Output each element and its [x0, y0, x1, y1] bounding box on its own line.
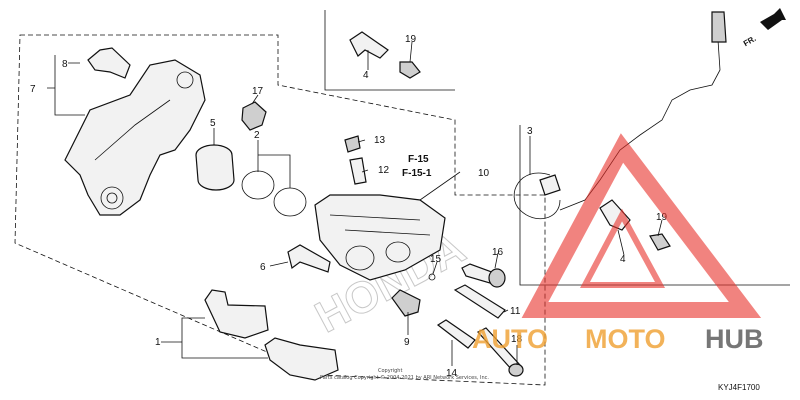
logo-text-moto: MOTO: [585, 324, 666, 354]
bracket-hole-upper: [176, 71, 194, 89]
bracket-hole-lower: [100, 186, 124, 210]
callout-2: 2: [254, 130, 260, 141]
caliper-bore-right: [385, 241, 411, 263]
sensor-box-frame: [519, 125, 790, 286]
reference-label-f15: F-15: [408, 154, 429, 165]
front-direction-label: FR.: [742, 34, 758, 48]
bracket-stiffener: [94, 99, 171, 161]
piston-seal-outer: [241, 170, 275, 200]
speed-sensor-body: [539, 174, 561, 196]
o-ring: [428, 273, 436, 281]
callout-13: 13: [374, 135, 386, 146]
caliper-bracket: [64, 59, 206, 216]
slide-pin-lower: [453, 284, 506, 319]
callout-5: 5: [210, 118, 216, 129]
callout-16: 16: [492, 247, 504, 258]
slide-pin-head: [488, 268, 506, 288]
hose-clamp-top: [349, 31, 389, 59]
bleeder-cap: [344, 135, 361, 153]
callout-19-top: 19: [405, 34, 417, 45]
caliper-bore: [345, 245, 375, 271]
callout-6: 6: [260, 262, 266, 273]
clamp-bolt-lower: [649, 233, 671, 251]
bleeder-valve: [349, 157, 367, 185]
brake-pad-rear: [264, 337, 339, 381]
callout-15: 15: [430, 254, 442, 265]
callout-14: 14: [446, 368, 458, 379]
callout-12: 12: [378, 165, 390, 176]
callout-11: 11: [510, 306, 521, 317]
pad-pin-bolt-head: [508, 363, 524, 377]
brake-pad-front: [204, 289, 269, 339]
logo-inner-triangle: [580, 208, 666, 288]
callout-8: 8: [62, 59, 68, 70]
top-box-frame: [324, 10, 455, 91]
reference-label-f15-1: F-15-1: [402, 168, 432, 179]
speed-sensor-loop: [513, 172, 561, 219]
sensor-connector: [711, 11, 727, 43]
logo-triangle: [521, 133, 762, 318]
callout-4-lower: 4: [620, 254, 626, 265]
bracket-hole-inner: [106, 192, 118, 204]
pin-boot: [241, 101, 267, 131]
caliper-piston-body: [195, 154, 235, 191]
dust-seal: [273, 187, 307, 217]
main-dashed-frame: [14, 34, 546, 386]
callout-4-top: 4: [363, 70, 369, 81]
diagram-code: KYJ4F1700: [718, 383, 760, 392]
retainer-clip: [87, 47, 131, 79]
front-direction-arrow: [760, 8, 786, 30]
callout-3: 3: [527, 126, 533, 137]
sleeve-long: [436, 319, 476, 349]
caliper-sleeve: [391, 289, 421, 317]
callout-18: 18: [511, 334, 523, 345]
callout-9: 9: [404, 337, 410, 348]
callout-1: 1: [155, 337, 161, 348]
callout-7: 7: [30, 84, 36, 95]
logo-text-auto: AUTO: [472, 324, 548, 354]
copyright-line-2: Parts catalog Copyright © 2004-2021 by A…: [320, 374, 489, 381]
leader-lines: [47, 41, 663, 366]
logo-text-hub: HUB: [705, 324, 764, 354]
pad-spring: [287, 244, 331, 273]
callout-10: 10: [478, 168, 490, 179]
automotohub-logo: AUTO MOTO HUB: [472, 133, 764, 354]
callout-17: 17: [252, 86, 264, 97]
copyright-line-1: Copyright: [378, 368, 402, 374]
caliper-ribs: [329, 214, 431, 236]
callout-19-lower: 19: [656, 212, 668, 223]
clamp-bolt-top: [399, 61, 421, 79]
